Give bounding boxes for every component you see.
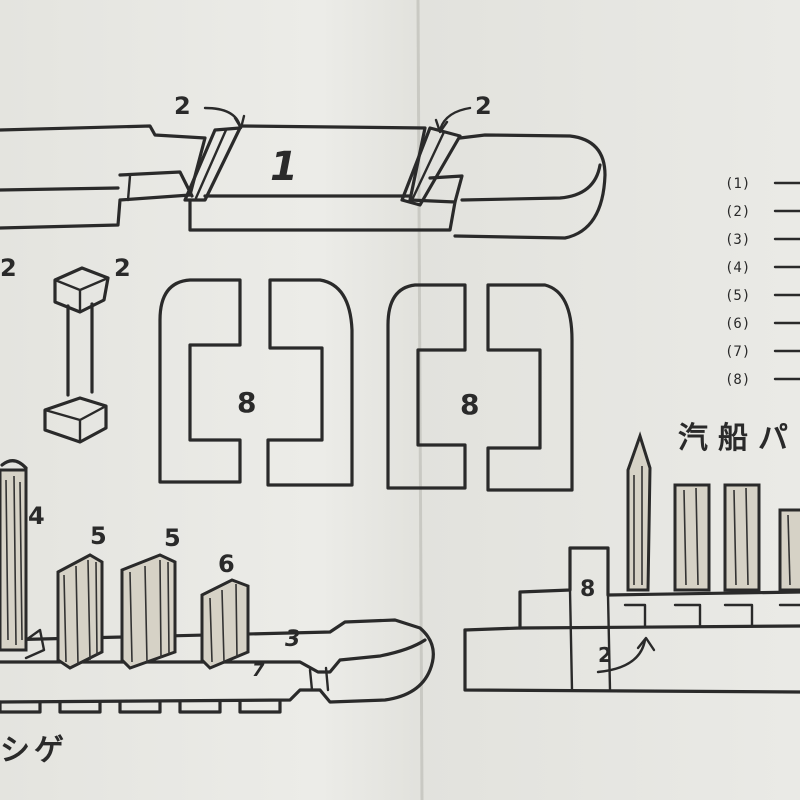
label-part-7: 7 [252, 660, 265, 681]
label-part-2-left: 2 [174, 92, 191, 120]
caption-right: 汽船パ [678, 421, 798, 456]
label-joint-2: 2 [598, 643, 612, 667]
label-plate-8-left: 8 [237, 386, 256, 419]
assembled-right [463, 431, 800, 694]
label-plate-8-right: 8 [460, 388, 479, 421]
top-base-bar [0, 106, 607, 240]
legend-item-2: (2) [725, 204, 750, 220]
label-peg-2-left: 2 [0, 254, 17, 282]
legend-item-5: (5) [725, 288, 750, 304]
block-part-5-a [56, 553, 104, 670]
post-right-2 [723, 483, 761, 592]
assembled-left [0, 459, 435, 714]
legend-item-4: (4) [725, 260, 750, 276]
block-part-5-b [120, 553, 177, 670]
plate-part-8-right [386, 283, 574, 492]
plate-part-8-left [158, 278, 354, 487]
paper-fold [416, 0, 424, 800]
label-part-3: 3 [285, 627, 300, 652]
legend-item-6: (6) [725, 316, 750, 332]
caption-left: シゲ [0, 733, 68, 768]
legend-list: (1) (2) (3) (4) (5) (6) (7) (8) [725, 176, 800, 388]
post-right-tall [626, 431, 652, 592]
label-part-5-a: 5 [90, 522, 107, 550]
post-right-1 [673, 483, 711, 592]
label-part-5-b: 5 [164, 524, 181, 552]
legend-item-3: (3) [725, 232, 750, 248]
legend-item-8: (8) [725, 372, 750, 388]
legend-item-7: (7) [725, 344, 750, 360]
label-peg-2-right: 2 [114, 254, 131, 282]
label-part-2-right: 2 [475, 92, 492, 120]
block-part-6 [200, 578, 250, 670]
label-block-8: 8 [580, 577, 595, 602]
label-part-6: 6 [218, 550, 235, 578]
peg-part-2 [43, 266, 110, 444]
post-right-3 [778, 508, 800, 592]
legend-item-1: (1) [725, 176, 750, 192]
label-part-1: 1 [270, 144, 298, 190]
label-part-4: 4 [28, 502, 45, 530]
